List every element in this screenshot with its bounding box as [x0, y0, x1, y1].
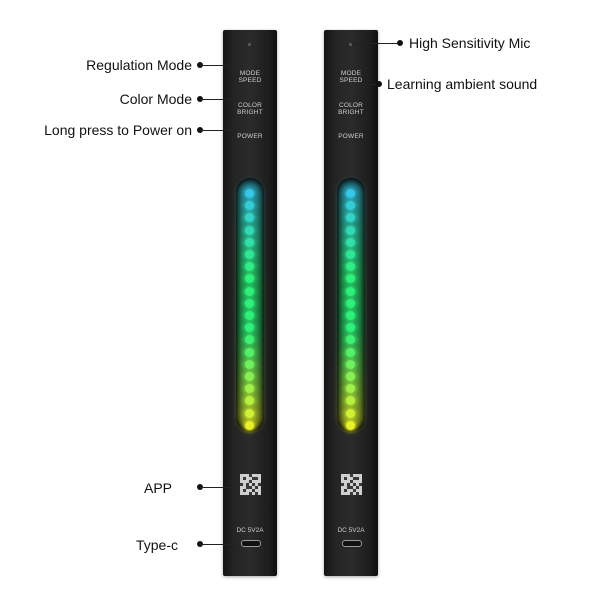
power-button[interactable]: POWER	[324, 133, 378, 140]
led-dot	[346, 262, 355, 272]
led-dot	[245, 335, 254, 345]
led-dot	[245, 274, 254, 284]
led-dot	[346, 274, 355, 284]
callout-mic: High Sensitivity Mic	[409, 35, 531, 51]
callout-leader-line	[200, 65, 238, 66]
bright-label: BRIGHT	[338, 109, 364, 116]
led-dot	[245, 225, 254, 235]
led-dot	[245, 311, 254, 320]
led-dot	[245, 359, 254, 369]
led-dot	[346, 335, 355, 345]
led-dot	[245, 286, 254, 296]
led-dot	[245, 347, 254, 357]
led-dot	[346, 213, 355, 223]
color-bright-button[interactable]: COLOR BRIGHT	[223, 102, 277, 116]
rgb-sound-bar-right: MODE SPEED COLOR BRIGHT POWER DC 5V2A	[324, 30, 378, 576]
usb-c-port-icon	[342, 540, 362, 547]
mode-speed-button[interactable]: MODE SPEED	[324, 70, 378, 84]
mic-hole-icon	[349, 43, 352, 46]
speed-label: SPEED	[238, 77, 262, 84]
led-dot	[245, 189, 254, 198]
led-dot	[346, 286, 355, 296]
led-dot	[245, 384, 254, 394]
qr-code-icon	[341, 474, 362, 495]
power-label: POWER	[338, 133, 364, 140]
led-dot	[346, 408, 355, 418]
led-dot	[346, 323, 355, 333]
callout-power: Long press to Power on	[44, 122, 192, 138]
led-strip	[236, 178, 264, 432]
power-button[interactable]: POWER	[223, 133, 277, 140]
dc-rating-label: DC 5V2A	[236, 527, 264, 534]
led-dot	[245, 201, 254, 211]
mode-speed-button[interactable]: MODE SPEED	[223, 70, 277, 84]
led-dot	[245, 298, 254, 308]
led-dot	[346, 189, 355, 198]
led-dot	[245, 262, 254, 272]
mode-label: MODE	[239, 70, 261, 77]
mode-label: MODE	[340, 70, 362, 77]
led-dot	[346, 225, 355, 235]
led-dot	[245, 396, 254, 406]
mic-hole-icon	[248, 43, 251, 46]
led-strip	[337, 178, 365, 432]
bright-label: BRIGHT	[237, 109, 263, 116]
qr-code-icon	[240, 474, 261, 495]
callout-app: APP	[143, 480, 172, 496]
callout-leader-line	[200, 99, 238, 100]
callout-leader-line	[200, 544, 240, 545]
led-dot	[245, 408, 254, 418]
led-dot	[245, 213, 254, 223]
rgb-sound-bar-left: MODE SPEED COLOR BRIGHT POWER DC 5V2A	[223, 30, 277, 576]
led-dot	[245, 250, 254, 259]
led-dot	[346, 201, 355, 211]
led-dot	[346, 396, 355, 406]
callout-leader-line	[200, 130, 238, 131]
led-dot	[245, 420, 254, 430]
led-dot	[346, 250, 355, 259]
callout-color-mode: Color Mode	[119, 91, 192, 107]
led-dot	[346, 359, 355, 369]
led-dot	[245, 372, 254, 381]
speed-label: SPEED	[339, 77, 363, 84]
color-label: COLOR	[237, 102, 263, 109]
callout-learning: Learning ambient sound	[387, 76, 538, 92]
led-dot	[245, 237, 254, 247]
led-dot	[346, 384, 355, 394]
usb-c-port-icon	[241, 540, 261, 547]
callout-leader-line	[362, 84, 379, 85]
led-dot	[346, 420, 355, 430]
callout-leader-line	[352, 43, 400, 44]
led-dot	[346, 311, 355, 320]
led-dot	[346, 237, 355, 247]
dc-rating-label: DC 5V2A	[337, 527, 365, 534]
led-dot	[346, 347, 355, 357]
power-label: POWER	[237, 133, 263, 140]
callout-leader-line	[200, 487, 238, 488]
led-dot	[346, 298, 355, 308]
color-label: COLOR	[338, 102, 364, 109]
callout-regulation-mode: Regulation Mode	[86, 57, 192, 73]
callout-dot	[397, 40, 403, 46]
led-dot	[245, 323, 254, 333]
led-dot	[346, 372, 355, 381]
callout-dot	[376, 81, 382, 87]
color-bright-button[interactable]: COLOR BRIGHT	[324, 102, 378, 116]
callout-type-c: Type-c	[135, 537, 178, 553]
